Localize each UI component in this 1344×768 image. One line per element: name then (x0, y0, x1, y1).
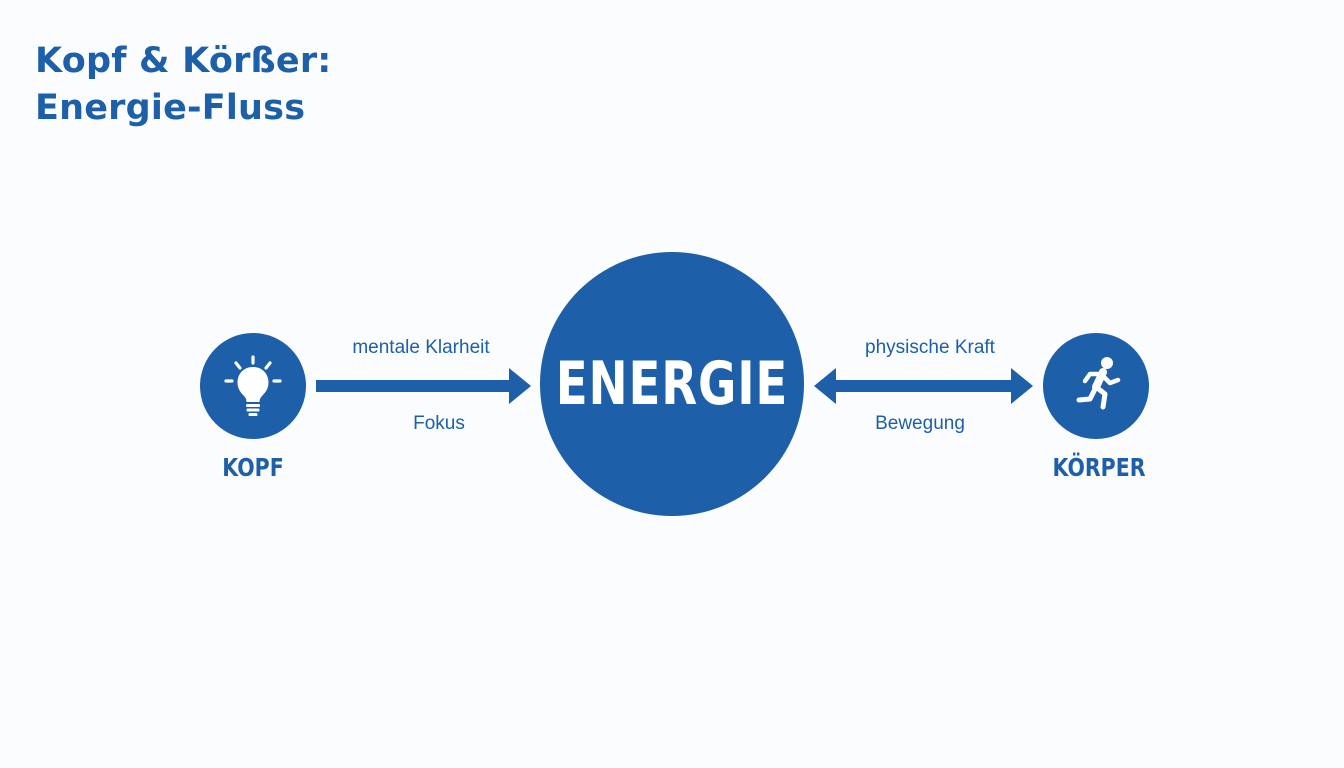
page-title: Kopf & Körßer: Energie-Fluss (35, 38, 332, 132)
page-title-line-1: Kopf & Körßer: (35, 41, 332, 81)
arrow-head-to-energy (316, 368, 531, 404)
body-node (1043, 333, 1149, 439)
head-node-label: KOPF (222, 453, 284, 482)
edge-left-bottom-label: Fokus (413, 413, 465, 434)
arrow-energy-body-bidirectional (814, 368, 1033, 404)
energy-node: ENERGIE (540, 252, 804, 516)
edge-left-top-label: mentale Klarheit (352, 337, 490, 358)
lightbulb-icon (224, 355, 282, 416)
head-node (200, 333, 306, 439)
page-title-line-2: Energie-Fluss (35, 88, 306, 128)
energy-node-label: ENERGIE (555, 349, 789, 419)
body-node-label: KÖRPER (1052, 453, 1146, 482)
edge-right-top-label: physische Kraft (865, 337, 995, 358)
running-person-icon (1076, 357, 1121, 410)
edge-right-bottom-label: Bewegung (875, 413, 965, 434)
